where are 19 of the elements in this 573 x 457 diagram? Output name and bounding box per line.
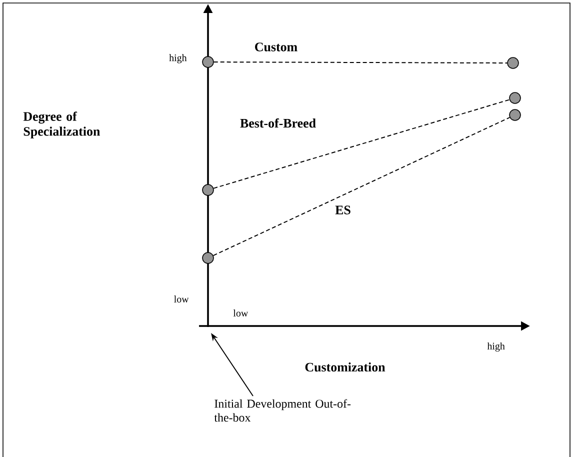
edge-label: Best-of-Breed	[239, 117, 317, 129]
circle-marker	[202, 252, 214, 264]
axis-label: low	[174, 295, 189, 302]
dashed-line	[213, 62, 508, 64]
circle-marker	[507, 57, 519, 69]
axis-label: low	[233, 309, 248, 316]
circle-marker	[202, 184, 214, 196]
circle-marker	[509, 92, 521, 104]
axis-title: Customization	[305, 362, 386, 372]
dashed-line	[213, 99, 510, 189]
axis-label: high	[487, 342, 505, 352]
note-text: Initial Development Out-of-the-box	[214, 399, 351, 422]
circle-marker	[202, 56, 214, 68]
edge-label: ES	[334, 204, 352, 216]
axis-title: Degree of Specialization	[23, 112, 100, 138]
dashed-line	[212, 116, 510, 256]
edge-label: Custom	[253, 42, 299, 52]
axis-label: high	[169, 54, 187, 64]
circle-marker	[509, 109, 521, 121]
